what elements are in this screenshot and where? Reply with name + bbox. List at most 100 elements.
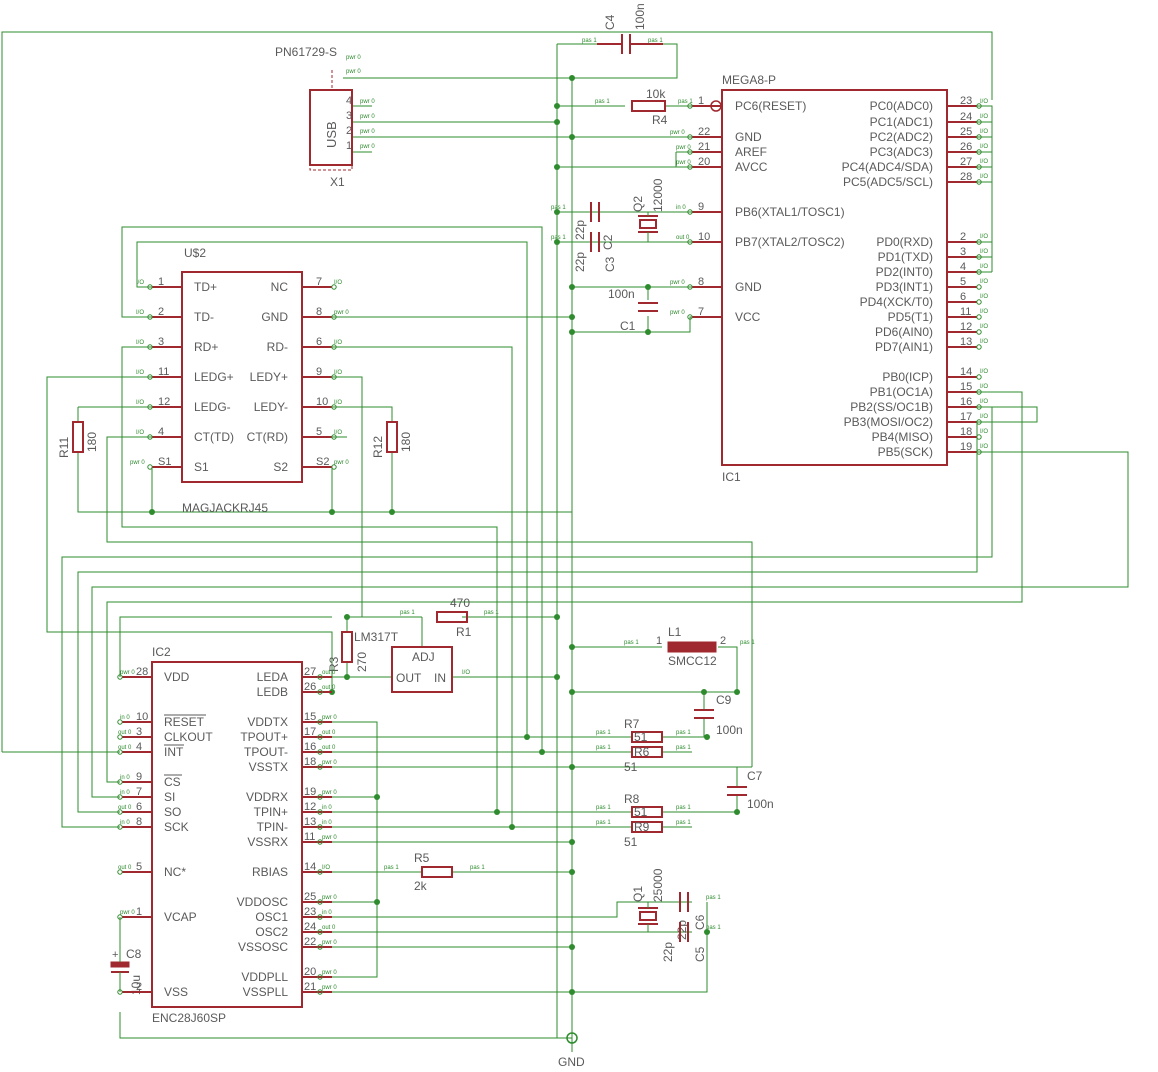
pin-type-tag: I/O — [136, 370, 144, 376]
resistor-r9[interactable]: 51 R9 — [624, 820, 663, 849]
capacitor-c7[interactable]: C7 100n — [727, 769, 774, 811]
pin-type-tag: pwr 0 — [360, 129, 375, 135]
c6-ref: C6 — [693, 914, 707, 930]
pin-number: 19 — [960, 441, 972, 453]
r7-ref: R7 — [624, 717, 640, 731]
pin-type-tag: pas 1 — [384, 865, 399, 871]
pin-type-tag: in 0 — [120, 820, 130, 826]
usb-part-label: PN61729-S — [275, 45, 337, 59]
resistor-r11[interactable]: R11 180 — [57, 421, 99, 458]
pin-type-tag: pas 1 — [706, 925, 721, 931]
pin-name: VSSTX — [249, 760, 288, 774]
crystal-q1[interactable]: Q1 25000 — [631, 868, 665, 932]
pin-name: TPIN+ — [254, 805, 288, 819]
pin-name: VCAP — [164, 910, 197, 924]
pin-name: TD+ — [194, 280, 217, 294]
capacitor-c5[interactable]: 22p C5 — [661, 922, 707, 962]
pin-name: PB7(XTAL2/TOSC2) — [735, 235, 845, 249]
resistor-r3[interactable]: R3 270 — [327, 631, 369, 672]
pin-type-tag: pwr 0 — [670, 280, 685, 286]
pin-name: GND — [261, 310, 288, 324]
pin-name: PD2(INT0) — [876, 265, 933, 279]
pin-number: 15 — [960, 381, 972, 393]
pin-type-tag: I/O — [980, 429, 988, 435]
inductor-l1[interactable]: 1 2 L1 SMCC12 — [656, 625, 726, 668]
pin-type-tag: pwr 0 — [676, 160, 691, 166]
pin-number: 5 — [960, 276, 966, 288]
crystal-q2[interactable]: Q2 12000 — [631, 178, 665, 242]
lm317-out: OUT — [396, 671, 422, 685]
pin-type-tag: pas 1 — [676, 820, 691, 826]
pin-name: PB3(MOSI/OC2) — [844, 415, 933, 429]
pin-type-tag: I/O — [980, 324, 988, 330]
pin-number: 3 — [136, 726, 142, 738]
r5-ref: R5 — [414, 851, 430, 865]
pin-name: PD5(T1) — [888, 310, 933, 324]
resistor-r6[interactable]: 51 R6 — [624, 745, 663, 774]
pin-number: S1 — [158, 456, 171, 468]
pin-name: LEDY+ — [250, 370, 288, 384]
pin-type-tag: pas 1 — [596, 805, 611, 811]
pin-type-tag: pas 1 — [484, 610, 499, 616]
r6-value: 51 — [624, 760, 638, 774]
pin-type-tag: pwr 0 — [346, 69, 361, 75]
pin-type-tags: pas 1 pas 1 pwr 0 pwr 0 pwr 0 pwr 0 pwr 0 pwr 0… — [118, 38, 988, 991]
capacitor-c2[interactable]: C2 — [590, 202, 615, 250]
capacitor-c1[interactable]: 100n C1 — [608, 287, 658, 333]
resistor-r7[interactable]: R7 51 — [624, 717, 663, 744]
resistor-r5[interactable]: R5 2k — [414, 851, 453, 893]
capacitor-c6[interactable]: C6 22p — [675, 892, 707, 940]
resistor-r12[interactable]: R12 180 — [371, 421, 413, 458]
r12-value: 180 — [399, 432, 413, 452]
pin-number: 28 — [136, 666, 148, 678]
pin-type-tag: pwr 0 — [120, 670, 135, 676]
pin-name: TPOUT- — [244, 745, 288, 759]
pin-type-tag: pwr 0 — [322, 970, 337, 976]
regulator-lm317[interactable]: LM317T ADJ OUT IN — [354, 630, 453, 693]
lm317-adj: ADJ — [412, 650, 435, 664]
pin-type-tag: pas 1 — [596, 745, 611, 751]
pin-name: INT — [164, 745, 184, 759]
pin-name: AREF — [735, 145, 767, 159]
pin-type-tag: pas 1 — [596, 820, 611, 826]
pin-type-tag: I/O — [334, 370, 342, 376]
pin-number: 3 — [158, 336, 164, 348]
pin-type-tag: pas 1 — [551, 205, 566, 211]
usb-connector-x1[interactable]: PN61729-S USB X1 4 3 2 1 — [275, 45, 353, 189]
pin-number: 27 — [304, 666, 316, 678]
pin-name: PC2(ADC2) — [870, 130, 933, 144]
pin-number: 6 — [316, 336, 322, 348]
pin-name: PD6(AIN0) — [875, 325, 933, 339]
resistor-r8[interactable]: R8 51 — [624, 792, 663, 819]
capacitor-c4[interactable]: C4 100n — [597, 3, 663, 54]
capacitor-c9[interactable]: C9 100n — [694, 693, 743, 737]
capacitor-c8[interactable]: + C8 10u — [110, 917, 143, 995]
pin-type-tag: out 0 — [118, 745, 132, 751]
r8-value: 51 — [634, 805, 648, 819]
pin-name: VSSRX — [247, 835, 288, 849]
enc28j60-right-pins: 27LEDA26LEDB15VDDTX17TPOUT+16TPOUT-18VSS… — [237, 666, 332, 999]
resistor-r1[interactable]: 470 R1 — [436, 596, 472, 639]
capacitor-c3[interactable]: 22p C3 22p — [573, 220, 617, 272]
resistor-r4[interactable]: 10k R4 — [631, 87, 668, 127]
r11-ref: R11 — [57, 437, 71, 458]
pin-type-tag: pwr 0 — [322, 985, 337, 991]
pin-name: OSC1 — [255, 910, 288, 924]
